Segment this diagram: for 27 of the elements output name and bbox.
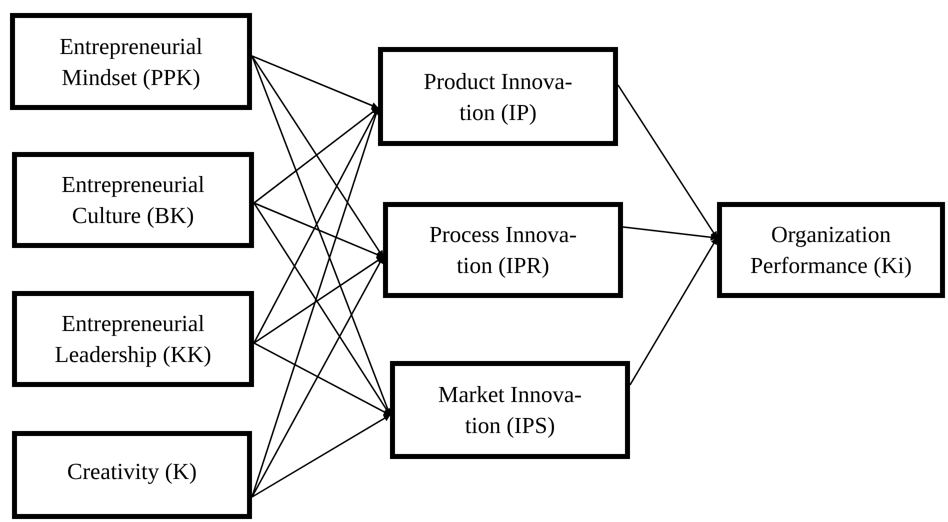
- concept-box: [12, 431, 252, 519]
- concept-box: [390, 361, 630, 459]
- arrow: [254, 342, 391, 416]
- box-label: Organization Performance (Ki): [749, 221, 913, 280]
- arrow: [617, 84, 718, 239]
- box-label: Entrepreneurial Leadership (KK): [54, 310, 212, 369]
- arrow: [251, 56, 384, 258]
- arrow: [629, 237, 718, 386]
- concept-box: [12, 152, 254, 248]
- concept-box: [378, 47, 618, 146]
- box-label: Entrepreneurial Culture (BK): [60, 171, 206, 230]
- arrow: [252, 414, 391, 498]
- arrow: [254, 256, 384, 344]
- arrow: [251, 256, 384, 498]
- box-label: Market Innova- tion (IPS): [437, 381, 583, 440]
- box-label: Entrepreneurial Mindset (PPK): [58, 32, 204, 92]
- concept-box: [10, 13, 252, 110]
- arrow: [254, 202, 384, 258]
- box-label: Product Innova- tion (IP): [422, 68, 574, 127]
- concept-box: [383, 202, 623, 298]
- box-label: Creativity (K): [67, 458, 197, 486]
- concept-box: [12, 291, 254, 387]
- arrow: [622, 226, 718, 241]
- box-label: Process Innova- tion (IPR): [428, 221, 578, 280]
- arrow: [252, 55, 379, 109]
- arrow: [254, 107, 379, 204]
- concept-box: [717, 202, 945, 298]
